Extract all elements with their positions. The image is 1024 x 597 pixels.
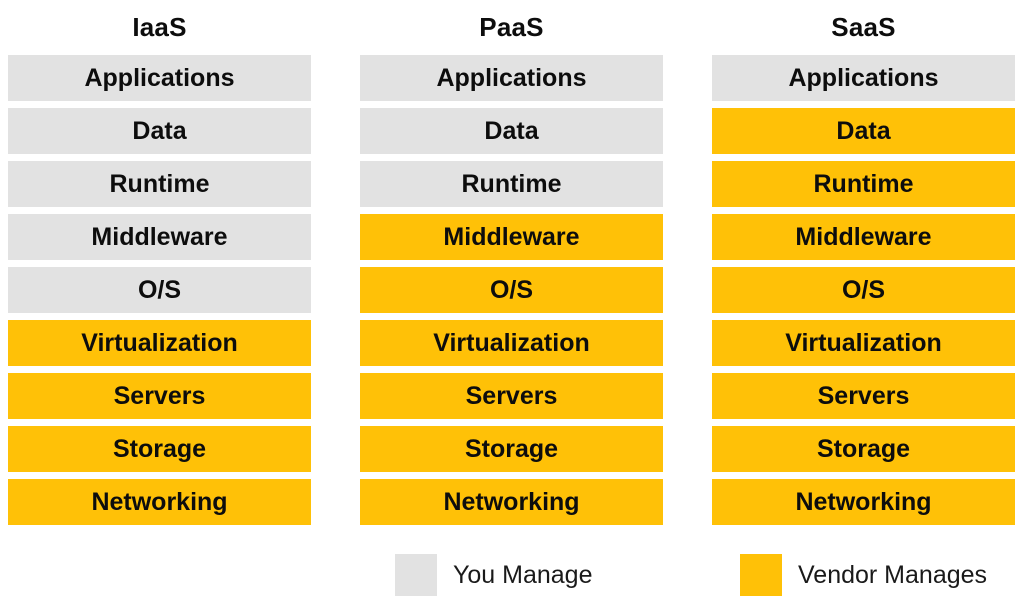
column-saas: SaaS Applications Data Runtime Middlewar…	[712, 0, 1015, 532]
layer-iaas-os: O/S	[8, 267, 311, 313]
legend-item-you-manage: You Manage	[395, 554, 592, 596]
column-title-paas: PaaS	[479, 12, 544, 42]
layer-saas-runtime: Runtime	[712, 161, 1015, 207]
layer-saas-middleware: Middleware	[712, 214, 1015, 260]
layer-saas-networking: Networking	[712, 479, 1015, 525]
vendor-manages-swatch	[740, 554, 782, 596]
layer-saas-virtualization: Virtualization	[712, 320, 1015, 366]
layer-iaas-storage: Storage	[8, 426, 311, 472]
layer-iaas-data: Data	[8, 108, 311, 154]
layer-saas-servers: Servers	[712, 373, 1015, 419]
layer-iaas-middleware: Middleware	[8, 214, 311, 260]
layer-paas-virtualization: Virtualization	[360, 320, 663, 366]
legend-label-you-manage: You Manage	[453, 560, 593, 589]
you-manage-swatch	[395, 554, 437, 596]
layer-saas-os: O/S	[712, 267, 1015, 313]
layer-paas-middleware: Middleware	[360, 214, 663, 260]
layer-paas-runtime: Runtime	[360, 161, 663, 207]
column-title-saas: SaaS	[831, 12, 896, 42]
layer-paas-servers: Servers	[360, 373, 663, 419]
layer-paas-networking: Networking	[360, 479, 663, 525]
column-iaas: IaaS Applications Data Runtime Middlewar…	[8, 0, 311, 532]
layer-paas-os: O/S	[360, 267, 663, 313]
layer-iaas-servers: Servers	[8, 373, 311, 419]
column-paas: PaaS Applications Data Runtime Middlewar…	[360, 0, 663, 532]
legend-label-vendor-manages: Vendor Manages	[798, 560, 988, 589]
layer-iaas-virtualization: Virtualization	[8, 320, 311, 366]
column-title-iaas: IaaS	[132, 12, 187, 42]
layer-paas-applications: Applications	[360, 55, 663, 101]
layer-iaas-networking: Networking	[8, 479, 311, 525]
layer-paas-data: Data	[360, 108, 663, 154]
layer-iaas-runtime: Runtime	[8, 161, 311, 207]
layer-saas-applications: Applications	[712, 55, 1015, 101]
legend-item-vendor-manages: Vendor Manages	[740, 554, 987, 596]
layer-saas-storage: Storage	[712, 426, 1015, 472]
layer-paas-storage: Storage	[360, 426, 663, 472]
layer-saas-data: Data	[712, 108, 1015, 154]
layer-iaas-applications: Applications	[8, 55, 311, 101]
